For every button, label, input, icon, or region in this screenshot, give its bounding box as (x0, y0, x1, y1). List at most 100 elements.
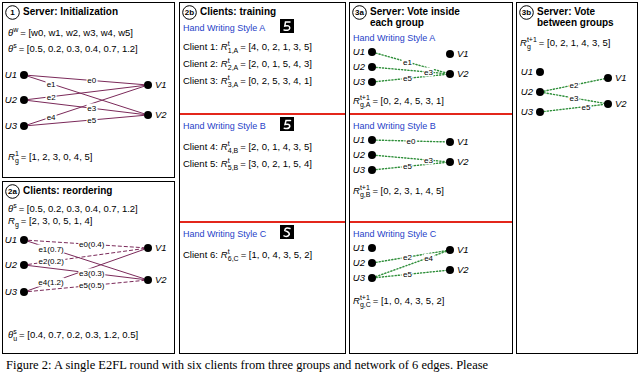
digit-ground (280, 19, 294, 33)
edge-label: e0 (406, 137, 417, 146)
graph-vertex: U2 (368, 259, 376, 267)
vertex-label: V1 (615, 72, 627, 84)
vertex-dot (20, 288, 28, 296)
superscript: s (13, 202, 17, 209)
graph-vertex: U2 (20, 261, 28, 269)
vertex-label: U1 (5, 234, 17, 246)
vertex-dot (604, 74, 612, 82)
vertex-dot (368, 136, 376, 144)
vertex-dot-fill (368, 274, 376, 282)
vertex-dot (368, 244, 376, 252)
vertex-label: V1 (457, 48, 469, 60)
step-number-text: 1 (10, 8, 14, 17)
graph-edge (28, 249, 144, 290)
subscript: 4,B (228, 147, 239, 154)
formula-row: Rt+1g,A= [0, 2, 4, 5, 3, 1] (353, 94, 444, 108)
vertex-dot (20, 236, 28, 244)
vertex-dot-fill (20, 96, 28, 104)
script-stack: t+1g,B (360, 184, 371, 198)
edge-label: e3 (423, 156, 434, 165)
vertex-dot-fill (446, 246, 454, 254)
math-symbol: R (8, 151, 15, 162)
subscript: 6,C (228, 255, 239, 262)
vertex-label: V1 (155, 79, 167, 91)
step-panel: 3bU1U2U3V1V2Server: Vote between groups (516, 2, 638, 354)
formula-row: θs= [0.5, 0.2, 0.3, 0.4, 0.7, 1.2] (8, 40, 138, 55)
graph-vertex: V1 (446, 246, 454, 254)
step-panel: 2bClients: training (179, 2, 346, 354)
vertex-dot-fill (144, 276, 152, 284)
math-symbol: θ (8, 43, 13, 54)
graph-vertex: V1 (144, 81, 152, 89)
graph-edge (376, 67, 446, 73)
formula-row: Client 5:Rt5,B= [3, 0, 2, 1, 5, 4] (183, 157, 312, 171)
graph-edge (544, 79, 604, 91)
subscript: g,B (360, 191, 371, 198)
vertex-dot (446, 138, 454, 146)
client-name: Client 5: (183, 158, 218, 169)
vector-value: = [1, 0, 4, 3, 5, 2] (241, 249, 313, 260)
graph-vertex: U3 (368, 166, 376, 174)
vertex-dot (536, 108, 544, 116)
vertex-dot-fill (20, 288, 28, 296)
figure-caption: Figure 2: A single E2FL round with six c… (6, 358, 488, 373)
vertex-dot (20, 122, 28, 130)
vertex-label: V1 (457, 136, 469, 148)
math-symbol: θ (8, 329, 13, 340)
vertex-label: U2 (5, 94, 17, 106)
vertex-dot-fill (368, 48, 376, 56)
vertex-label: U1 (521, 66, 533, 78)
graph-vertex: V2 (144, 276, 152, 284)
formula-row: Rt+1g= [0, 2, 1, 4, 3, 5] (520, 36, 610, 50)
vector-value: = [2, 0, 1, 4, 3, 5] (240, 141, 312, 152)
vertex-dot (446, 50, 454, 58)
formula-row: Client 1:Rt1,A= [4, 0, 2, 1, 3, 5] (183, 40, 312, 54)
script-stack: t+1g,C (360, 294, 371, 308)
graph-vertex: V1 (446, 138, 454, 146)
vector-value: = [0, 2, 3, 1, 4, 5] (372, 185, 444, 196)
client-name: Client 2: (183, 58, 218, 69)
group-label: Hand Writing Style A (183, 23, 265, 33)
vertex-label: U2 (353, 61, 365, 73)
subscript: g (15, 157, 19, 164)
formula-row: Hand Writing Style C (353, 228, 436, 240)
script-stack: 1g (15, 150, 19, 164)
edge-label: e0 (86, 76, 97, 85)
panel-heading: Clients: training (200, 6, 340, 17)
vertex-dot (20, 261, 28, 269)
graph-edge (376, 251, 446, 263)
math-symbol: R (221, 58, 228, 69)
superscript: w (13, 26, 18, 33)
step-number: 3a (352, 5, 367, 20)
vertex-dot-fill (604, 74, 612, 82)
script-stack: su (13, 328, 17, 342)
vertex-dot (446, 266, 454, 274)
graph-vertex: V1 (144, 244, 152, 252)
graph-vertex: U1 (368, 244, 376, 252)
vertex-dot (20, 71, 28, 79)
vertex-dot-fill (446, 50, 454, 58)
step-circle-outline (520, 6, 534, 20)
vector-value: = [w0, w1, w2, w3, w4, w5] (20, 27, 133, 38)
group-label: Hand Writing Style B (183, 121, 266, 131)
vertex-label: U2 (353, 257, 365, 269)
math-symbol: R (353, 95, 360, 106)
subscript: u (13, 335, 17, 342)
vector-value: = [2, 0, 1, 5, 4, 3] (240, 58, 312, 69)
vertex-dot-fill (20, 122, 28, 130)
math-symbol: R (353, 295, 360, 306)
math-symbol: R (221, 141, 228, 152)
formula-row: R1g= [1, 2, 3, 0, 4, 5] (8, 150, 92, 164)
superscript: s (13, 42, 17, 49)
graph-edge (544, 104, 604, 111)
vector-value: = [1, 2, 3, 0, 4, 5] (21, 151, 93, 162)
math-symbol: θ (8, 203, 13, 214)
vertex-label: U3 (353, 76, 365, 88)
step-number-text: 3b (522, 8, 531, 17)
formula-row: Hand Writing Style B (183, 120, 266, 132)
edge-label: e3 (423, 68, 434, 77)
superscript: s (13, 328, 17, 335)
math-symbol: R (8, 215, 15, 226)
vertex-label: U3 (353, 272, 365, 284)
